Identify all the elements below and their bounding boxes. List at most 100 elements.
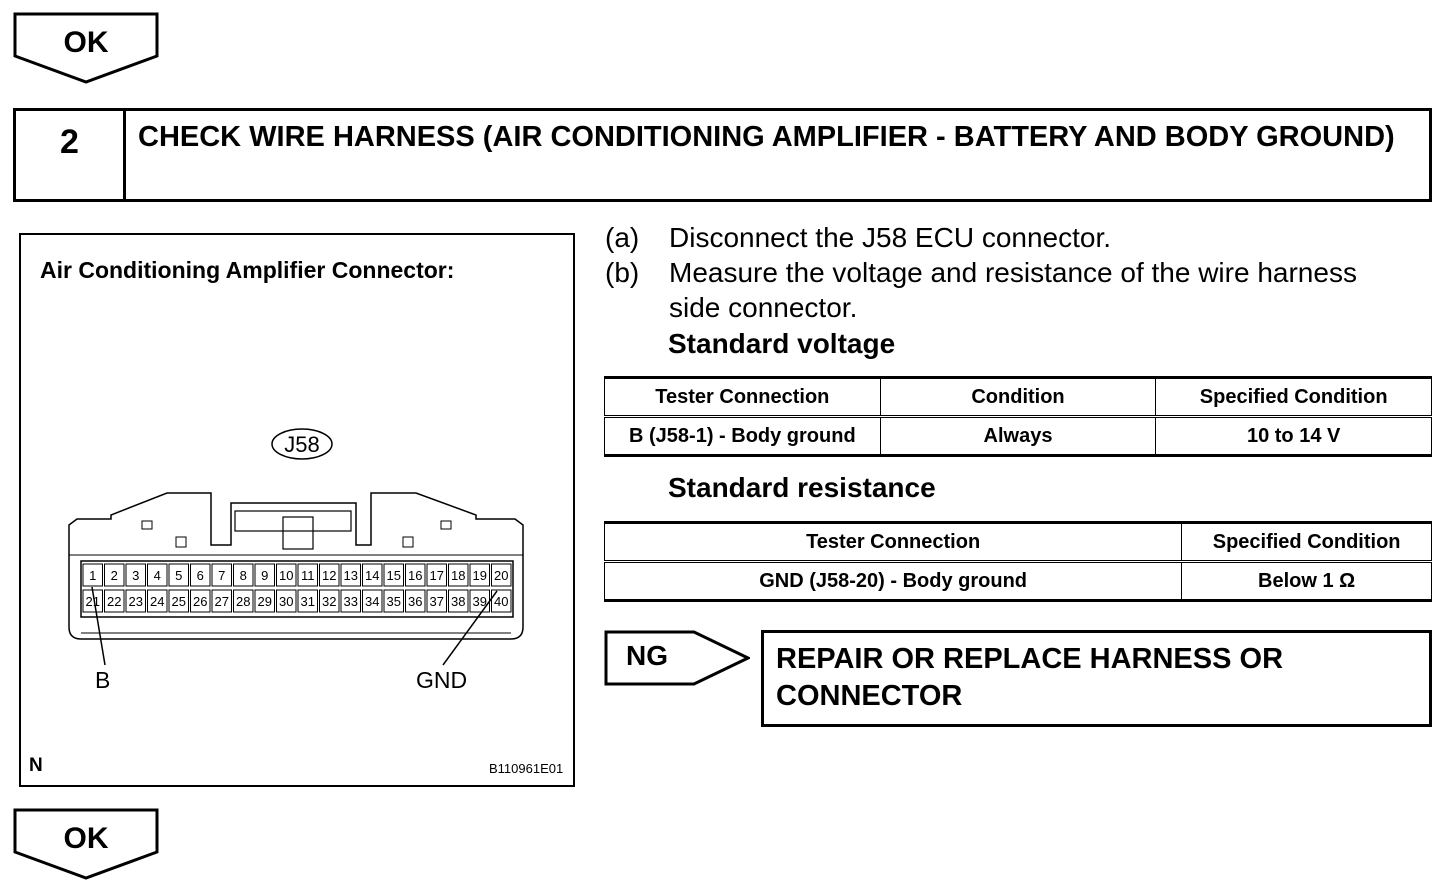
ok-badge-bottom: OK xyxy=(13,808,159,880)
table-cell: B (J58-1) - Body ground xyxy=(604,416,881,457)
pin-number: 5 xyxy=(175,568,182,583)
pin-cell xyxy=(104,563,125,587)
voltage-table: Tester Connection Condition Specified Co… xyxy=(604,376,1432,457)
table-header-row: Tester Connection Condition Specified Co… xyxy=(604,376,1432,418)
ng-badge: NG xyxy=(604,630,750,686)
pin-number: 35 xyxy=(387,594,401,609)
pin-number: 18 xyxy=(451,568,465,583)
ng-arrow-icon xyxy=(604,630,750,686)
table-cell: 10 to 14 V xyxy=(1155,416,1432,457)
figure-code: B110961E01 xyxy=(489,761,564,776)
pin-cell xyxy=(168,589,189,613)
pin-cell xyxy=(383,589,404,613)
pin-cell xyxy=(147,589,168,613)
pin-number: 21 xyxy=(86,594,100,609)
pin-number: 27 xyxy=(215,594,229,609)
pin-cell xyxy=(254,563,275,587)
pin-number: 10 xyxy=(279,568,293,583)
pin-cell xyxy=(383,563,404,587)
pin-cell xyxy=(233,589,254,613)
connector-figure: Air Conditioning Amplifier Connector: J5… xyxy=(19,233,575,787)
ok-label: OK xyxy=(63,822,109,855)
pin-number: 24 xyxy=(150,594,164,609)
pin-cell xyxy=(297,589,318,613)
ok-arrow-icon xyxy=(13,808,159,880)
table-cell: GND (J58-20) - Body ground xyxy=(603,561,1183,602)
pin-number: 2 xyxy=(111,568,118,583)
pin-number: 40 xyxy=(494,594,508,609)
pin-number: 34 xyxy=(365,594,379,609)
pin-number: 31 xyxy=(301,594,315,609)
instruction-text-cont: side connector. xyxy=(669,292,858,323)
pin-cell xyxy=(319,563,340,587)
pin-number: 19 xyxy=(473,568,487,583)
pin-number: 26 xyxy=(193,594,207,609)
pin-cell xyxy=(319,589,340,613)
connector-label-outline xyxy=(271,428,333,460)
pin-number: 32 xyxy=(322,594,336,609)
pin-number: 4 xyxy=(154,568,161,583)
ok-arrow-icon xyxy=(13,12,159,84)
pin-cell xyxy=(211,563,232,587)
table-cell: Below 1 Ω xyxy=(1181,561,1432,602)
pin-cell xyxy=(82,563,103,587)
pin-number: 6 xyxy=(197,568,204,583)
table-header: Tester Connection xyxy=(604,376,881,418)
ng-label: NG xyxy=(626,640,668,671)
ok-label: OK xyxy=(63,26,109,59)
instruction-b: (b) Measure the voltage and resistance o… xyxy=(605,255,1435,330)
pin-cell xyxy=(426,563,447,587)
instruction-label: (a) xyxy=(605,222,640,253)
figure-title: Air Conditioning Amplifier Connector: xyxy=(40,257,455,283)
pin-cell xyxy=(448,563,469,587)
step-title: CHECK WIRE HARNESS (AIR CONDITIONING AMP… xyxy=(138,121,1395,153)
pin-number: 17 xyxy=(430,568,444,583)
pin-number: 3 xyxy=(132,568,139,583)
instruction-a: (a) Disconnect the J58 ECU connector. xyxy=(605,220,1435,260)
pin-cell xyxy=(125,589,146,613)
pin-number: 38 xyxy=(451,594,465,609)
pin-number: 23 xyxy=(129,594,143,609)
pin-number: 36 xyxy=(408,594,422,609)
pin-cell xyxy=(211,589,232,613)
pin-cell xyxy=(125,563,146,587)
table-header-row: Tester Connection Specified Condition xyxy=(603,521,1432,563)
pin-number: 7 xyxy=(218,568,225,583)
ok-badge-top: OK xyxy=(13,12,159,84)
step-number: 2 xyxy=(16,111,126,199)
table-header: Condition xyxy=(879,376,1157,418)
pin-cell xyxy=(362,563,383,587)
pin-cell xyxy=(340,563,361,587)
pin-cell xyxy=(254,589,275,613)
pin-number: 22 xyxy=(107,594,121,609)
table-header: Specified Condition xyxy=(1181,521,1432,563)
ng-action-box: REPAIR OR REPLACE HARNESS OR CONNECTOR xyxy=(761,630,1432,727)
standard-resistance-heading: Standard resistance xyxy=(668,472,936,503)
pin-number: 8 xyxy=(240,568,247,583)
pin-number: 14 xyxy=(365,568,379,583)
pin-cell xyxy=(233,563,254,587)
connector-label: J58 xyxy=(284,432,319,457)
pin-number: 25 xyxy=(172,594,186,609)
pin-number: 37 xyxy=(430,594,444,609)
pin-number: 16 xyxy=(408,568,422,583)
pin-cell xyxy=(448,589,469,613)
pin-number: 1 xyxy=(89,568,96,583)
pin-number: 15 xyxy=(387,568,401,583)
pin-number: 39 xyxy=(473,594,487,609)
standard-voltage-heading: Standard voltage xyxy=(668,328,896,359)
pin-cell xyxy=(362,589,383,613)
pin-cell xyxy=(190,589,211,613)
table-row: B (J58-1) - Body ground Always 10 to 14 … xyxy=(604,416,1432,457)
instruction-label: (b) xyxy=(605,257,640,288)
pin-cell xyxy=(491,589,512,613)
table-row: GND (J58-20) - Body ground Below 1 Ω xyxy=(603,561,1432,602)
pin-cell xyxy=(340,589,361,613)
pin-cell xyxy=(469,563,490,587)
pin-number: 28 xyxy=(236,594,250,609)
pin-number: 9 xyxy=(261,568,268,583)
table-header: Specified Condition xyxy=(1155,376,1432,418)
pin-label-gnd: GND xyxy=(416,667,468,693)
pin-label-b: B xyxy=(95,667,111,693)
